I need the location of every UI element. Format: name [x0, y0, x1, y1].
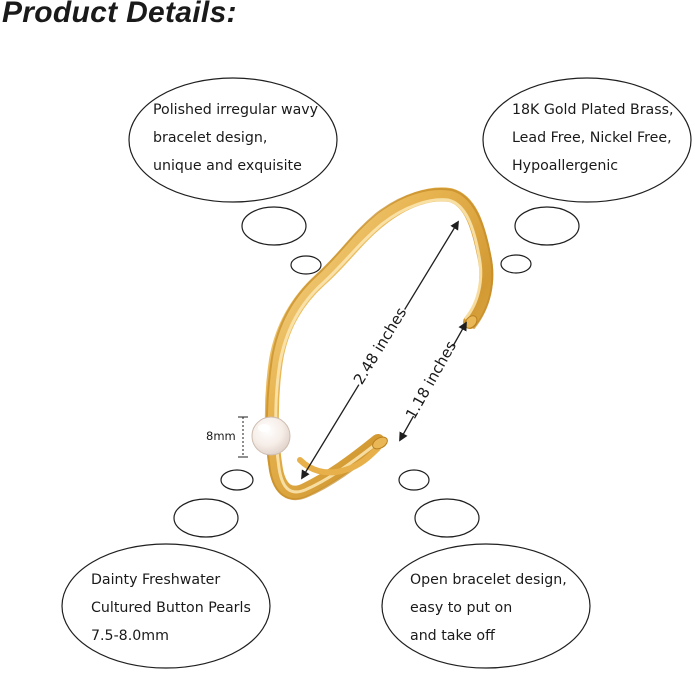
bubble-text-line: unique and exquisite — [153, 158, 302, 174]
page-title: Product Details: — [2, 0, 237, 29]
bubble-text-line: Open bracelet design, — [410, 572, 567, 588]
bubble-text-line: and take off — [410, 628, 495, 644]
bubble-bottom-left — [61, 469, 271, 669]
pearl-size-bracket — [238, 416, 248, 458]
bubble-text-line: 18K Gold Plated Brass, — [512, 102, 674, 118]
bubble-bottom-right-text: Open bracelet design, easy to put on and… — [410, 566, 567, 650]
bubble-top-right-text: 18K Gold Plated Brass, Lead Free, Nickel… — [512, 96, 674, 180]
bubble-text-line: Dainty Freshwater — [91, 572, 221, 588]
bubble-text-line: easy to put on — [410, 600, 513, 616]
bubble-text-line: bracelet design, — [153, 130, 268, 146]
length-dimension-label: 2.48 inches — [350, 304, 411, 387]
bubble-text-line: Hypoallergenic — [512, 158, 619, 174]
pearl-size-label: 8mm — [206, 429, 236, 443]
bubble-text-line: Cultured Button Pearls — [91, 600, 251, 616]
bubble-top-left-text: Polished irregular wavy bracelet design,… — [153, 96, 318, 180]
bubble-bottom-left-text: Dainty Freshwater Cultured Button Pearls… — [91, 566, 251, 650]
bubble-text-line: Polished irregular wavy — [153, 102, 319, 118]
bubble-text-line: Lead Free, Nickel Free, — [512, 130, 672, 146]
bubble-top-right — [482, 77, 692, 274]
opening-dimension-label: 1.18 inches — [402, 338, 460, 422]
pearl — [251, 416, 291, 456]
bubble-text-line: 7.5-8.0mm — [91, 628, 169, 644]
